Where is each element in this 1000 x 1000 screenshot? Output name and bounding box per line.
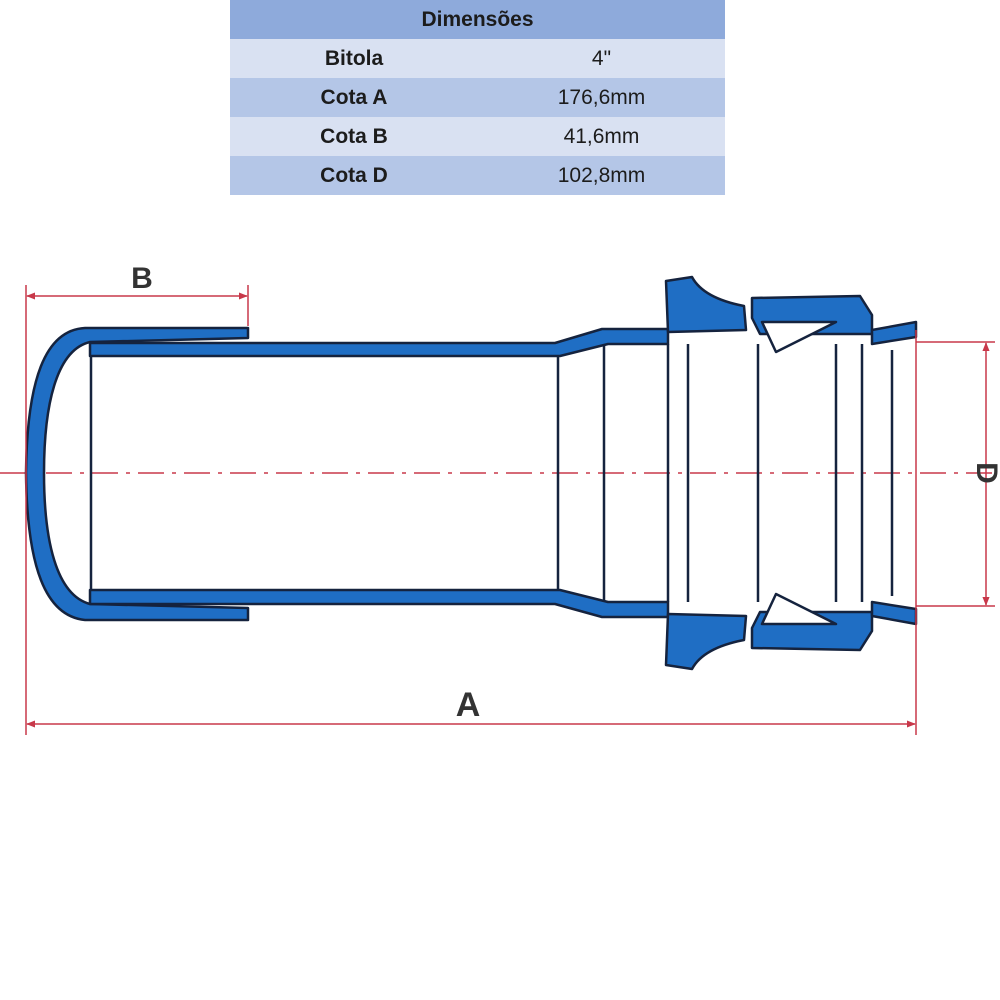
dimension-b-label: B (131, 262, 153, 295)
table-header-row: Dimensões (230, 0, 725, 39)
row-label: Cota B (230, 117, 478, 156)
table-row: Cota B 41,6mm (230, 117, 725, 156)
table-row: Cota D 102,8mm (230, 156, 725, 195)
dimension-d-label: D (970, 462, 1000, 484)
dimensions-table: Dimensões Bitola 4" Cota A 176,6mm Cota … (230, 0, 725, 195)
dimension-a-label: A (456, 686, 481, 724)
row-label: Cota D (230, 156, 478, 195)
row-label: Bitola (230, 39, 478, 78)
row-label: Cota A (230, 78, 478, 117)
socket-bottom (664, 592, 918, 671)
extension-lines (25, 285, 995, 735)
table-row: Bitola 4" (230, 39, 725, 78)
row-value: 176,6mm (478, 78, 725, 117)
table-row: Cota A 176,6mm (230, 78, 725, 117)
socket-top (664, 275, 918, 354)
pipe-inner-lines (89, 344, 894, 602)
row-value: 102,8mm (478, 156, 725, 195)
left-cap (24, 326, 250, 622)
row-value: 4" (478, 39, 725, 78)
table-title: Dimensões (230, 0, 725, 39)
row-value: 41,6mm (478, 117, 725, 156)
